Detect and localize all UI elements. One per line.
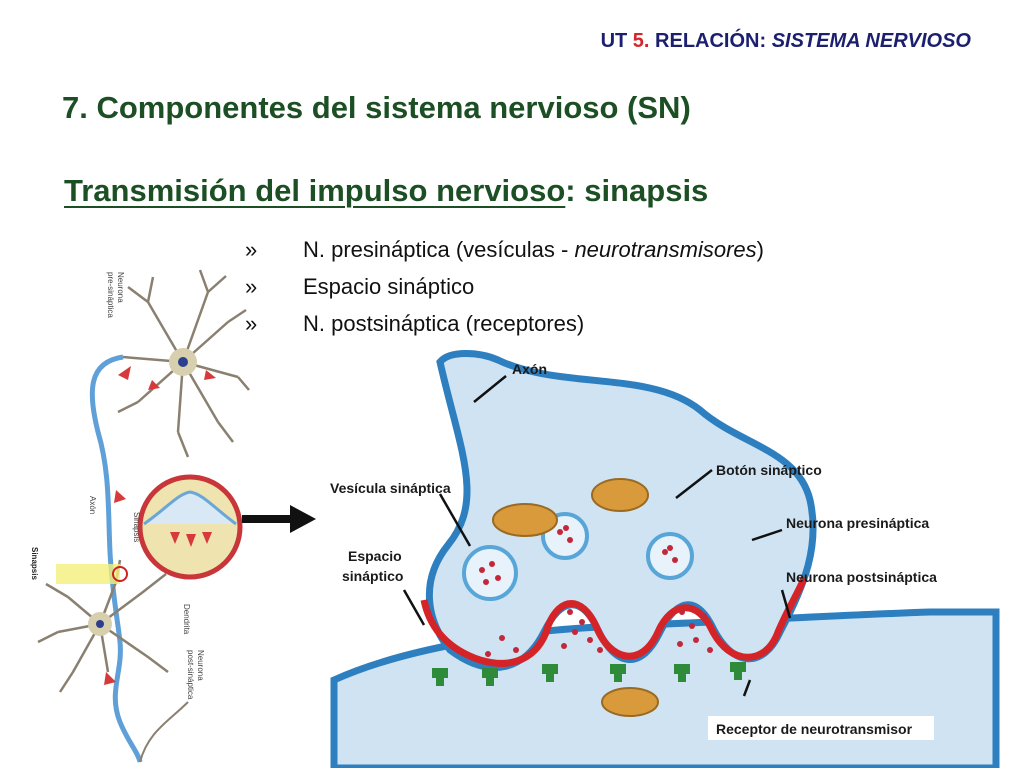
bullet-italic: neurotransmisores [574,237,757,262]
label-neurona-post-2: post-sináptica [186,650,195,700]
list-item: » N. postsináptica (receptores) [245,308,764,345]
presynaptic-nucleus [178,357,188,367]
label-sinapsis: Sinapsis [30,547,39,580]
bullet-text: N. presináptica (vesículas - [303,237,575,262]
synapse-detail-illustration: Axón Vesícula sináptica Botón sináptico … [330,350,1000,768]
bullet-marker: » [245,237,258,262]
header-number: 5. [632,30,650,52]
bullet-marker: » [245,311,258,336]
label-axon-detail: Axón [512,361,547,377]
neuron-chain-illustration: Neurona pre-sináptica Axón Sinapsis Sina… [30,269,250,763]
header-subject: SISTEMA NERVIOSO [771,30,971,52]
label-neurona-pre-2: pre-sináptica [106,272,115,318]
postsynaptic-neuron [37,559,169,693]
label-sinapsis-zoom: Sinapsis [132,512,141,542]
zoom-membrane [143,490,237,526]
label-axon: Axón [88,496,97,514]
released-neurotransmitters [485,609,713,657]
section-subtitle: Transmisión del impulso nervioso: sinaps… [64,173,708,209]
subtitle-underlined: Transmisión del impulso nervioso [64,173,566,208]
label-postsinaptica: Neurona postsináptica [786,569,937,585]
leader-lines [402,375,792,697]
postsynaptic-nucleus [96,620,104,628]
label-neurona-post-1: Neurona [196,650,205,681]
list-item: » Espacio sináptico [245,271,764,308]
subtitle-rest: : sinapsis [565,173,709,208]
label-receptor: Receptor de neurotransmisor [716,721,913,737]
label-espacio-1: Espacio [348,548,402,564]
page-title: 7. Componentes del sistema nervioso (SN) [62,90,691,125]
bullet-list: » N. presináptica (vesículas - neurotrans… [245,234,764,345]
bullet-text: Espacio sináptico [303,274,475,299]
bullet-text-end: ) [756,237,764,262]
synapse-zoom-circle [137,474,243,580]
mitochondria [492,478,659,717]
receptor-label-box [708,716,934,740]
neurotransmitter-receptors [432,662,746,686]
label-vesicula: Vesícula sináptica [330,480,451,496]
header-middle: RELACIÓN: [649,30,772,52]
label-espacio-2: sináptico [342,568,403,584]
unit-header: UT 5. RELACIÓN: SISTEMA NERVIOSO [0,30,971,53]
right-arrow-icon [242,505,316,533]
label-boton: Botón sináptico [716,462,822,478]
chain-tail [139,701,189,763]
label-neurona-pre-1: Neurona [116,272,125,303]
synapse-marker [112,566,128,582]
axon [89,354,143,763]
axon-flow-arrows [104,366,216,685]
label-presinaptica: Neurona presináptica [786,515,929,531]
synapse-highlight [56,564,120,584]
bullet-text: N. postsináptica (receptores) [303,311,585,336]
header-prefix: UT [600,30,633,52]
list-item: » N. presináptica (vesículas - neurotrans… [245,234,764,271]
presynaptic-neuron [117,269,250,458]
bullet-marker: » [245,274,258,299]
label-dendrita: Dendrita [182,604,191,635]
synaptic-cleft-membrane [420,576,808,667]
postsynaptic-body [330,608,1000,768]
zoom-release-arrows [170,532,212,547]
